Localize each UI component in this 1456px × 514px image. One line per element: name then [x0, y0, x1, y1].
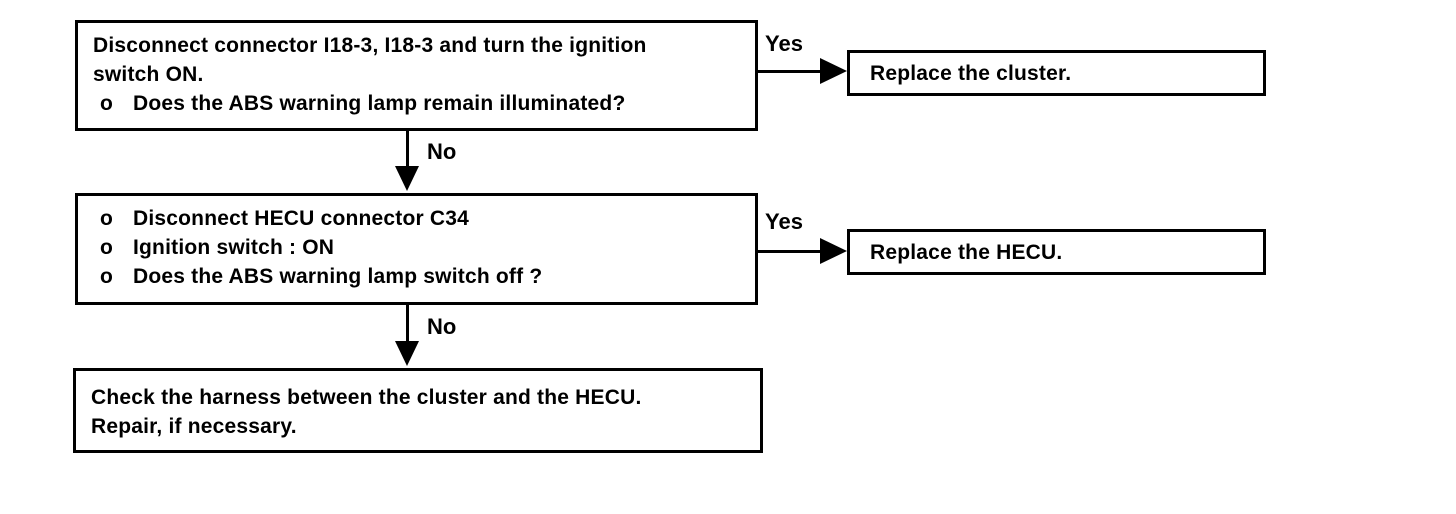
step3-text-line: Repair, if necessary. — [91, 415, 297, 438]
arrowhead-down-icon — [395, 341, 419, 366]
step2-item: Disconnect HECU connector C34 — [133, 207, 470, 230]
arrowhead-right-icon — [820, 238, 847, 264]
bullet-marker: o — [100, 207, 114, 230]
bullet-marker: o — [100, 265, 114, 288]
step2-item: Ignition switch : ON — [133, 236, 335, 259]
no-connector-2 — [406, 305, 409, 342]
step2-item-row: o Ignition switch : ON — [93, 233, 725, 262]
step1-question: Does the ABS warning lamp remain illumin… — [133, 92, 626, 115]
result1-text: Replace the cluster. — [870, 61, 1072, 85]
result2-text: Replace the HECU. — [870, 240, 1063, 264]
no-label-1: No — [427, 139, 457, 164]
yes-label-1: Yes — [765, 31, 803, 56]
step1-text-line: switch ON. — [93, 63, 204, 86]
bullet-marker: o — [100, 92, 114, 115]
step3-text-line: Check the harness between the cluster an… — [91, 386, 642, 409]
yes-connector-2 — [758, 250, 820, 253]
yes-label-2: Yes — [765, 209, 803, 234]
yes-connector-1 — [758, 70, 820, 73]
result2-box: Replace the HECU. — [847, 229, 1266, 275]
step1-text-line: Disconnect connector I18-3, I18-3 and tu… — [93, 34, 647, 57]
step2-box: o Disconnect HECU connector C34 o Igniti… — [75, 193, 758, 305]
step2-item-row: o Does the ABS warning lamp switch off ? — [93, 262, 725, 291]
no-label-2: No — [427, 314, 457, 339]
step1-question-row: o Does the ABS warning lamp remain illum… — [93, 89, 725, 118]
no-connector-1 — [406, 131, 409, 167]
arrowhead-right-icon — [820, 58, 847, 84]
arrowhead-down-icon — [395, 166, 419, 191]
step2-item: Does the ABS warning lamp switch off ? — [133, 265, 543, 288]
step2-item-row: o Disconnect HECU connector C34 — [93, 204, 725, 233]
step1-box: Disconnect connector I18-3, I18-3 and tu… — [75, 20, 758, 131]
result1-box: Replace the cluster. — [847, 50, 1266, 96]
bullet-marker: o — [100, 236, 114, 259]
step3-box: Check the harness between the cluster an… — [73, 368, 763, 453]
